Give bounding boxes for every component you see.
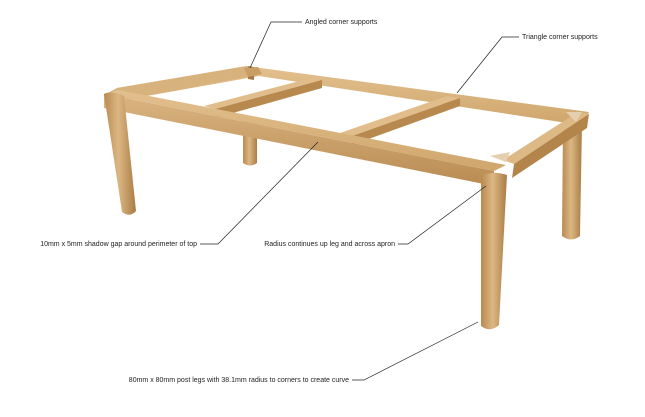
angled-corner-support <box>244 67 262 77</box>
leader-angled-corner <box>249 21 302 69</box>
triangle-corner-support <box>490 112 582 162</box>
cross-rail-right <box>340 96 460 145</box>
callout-triangle-corner: Triangle corner supports <box>522 34 598 41</box>
leader-triangle-corner <box>456 36 519 94</box>
right-end-apron <box>503 112 589 178</box>
front-apron <box>104 90 506 186</box>
front-left-leg <box>104 92 136 215</box>
front-right-leg <box>481 172 507 330</box>
cross-rail-left <box>204 78 322 118</box>
leader-post-legs <box>352 321 479 381</box>
callout-radius-continues: Radius continues up leg and across apron <box>264 241 395 248</box>
left-end-apron <box>106 66 250 104</box>
callout-post-legs: 80mm x 80mm post legs with 38.1mm radius… <box>129 377 349 384</box>
callout-shadow-gap: 10mm x 5mm shadow gap around perimeter o… <box>40 241 197 248</box>
leader-shadow-gap <box>200 141 319 245</box>
back-right-leg <box>562 122 582 240</box>
callout-angled-corner: Angled corner supports <box>305 19 378 26</box>
leader-radius-continues <box>398 185 487 245</box>
